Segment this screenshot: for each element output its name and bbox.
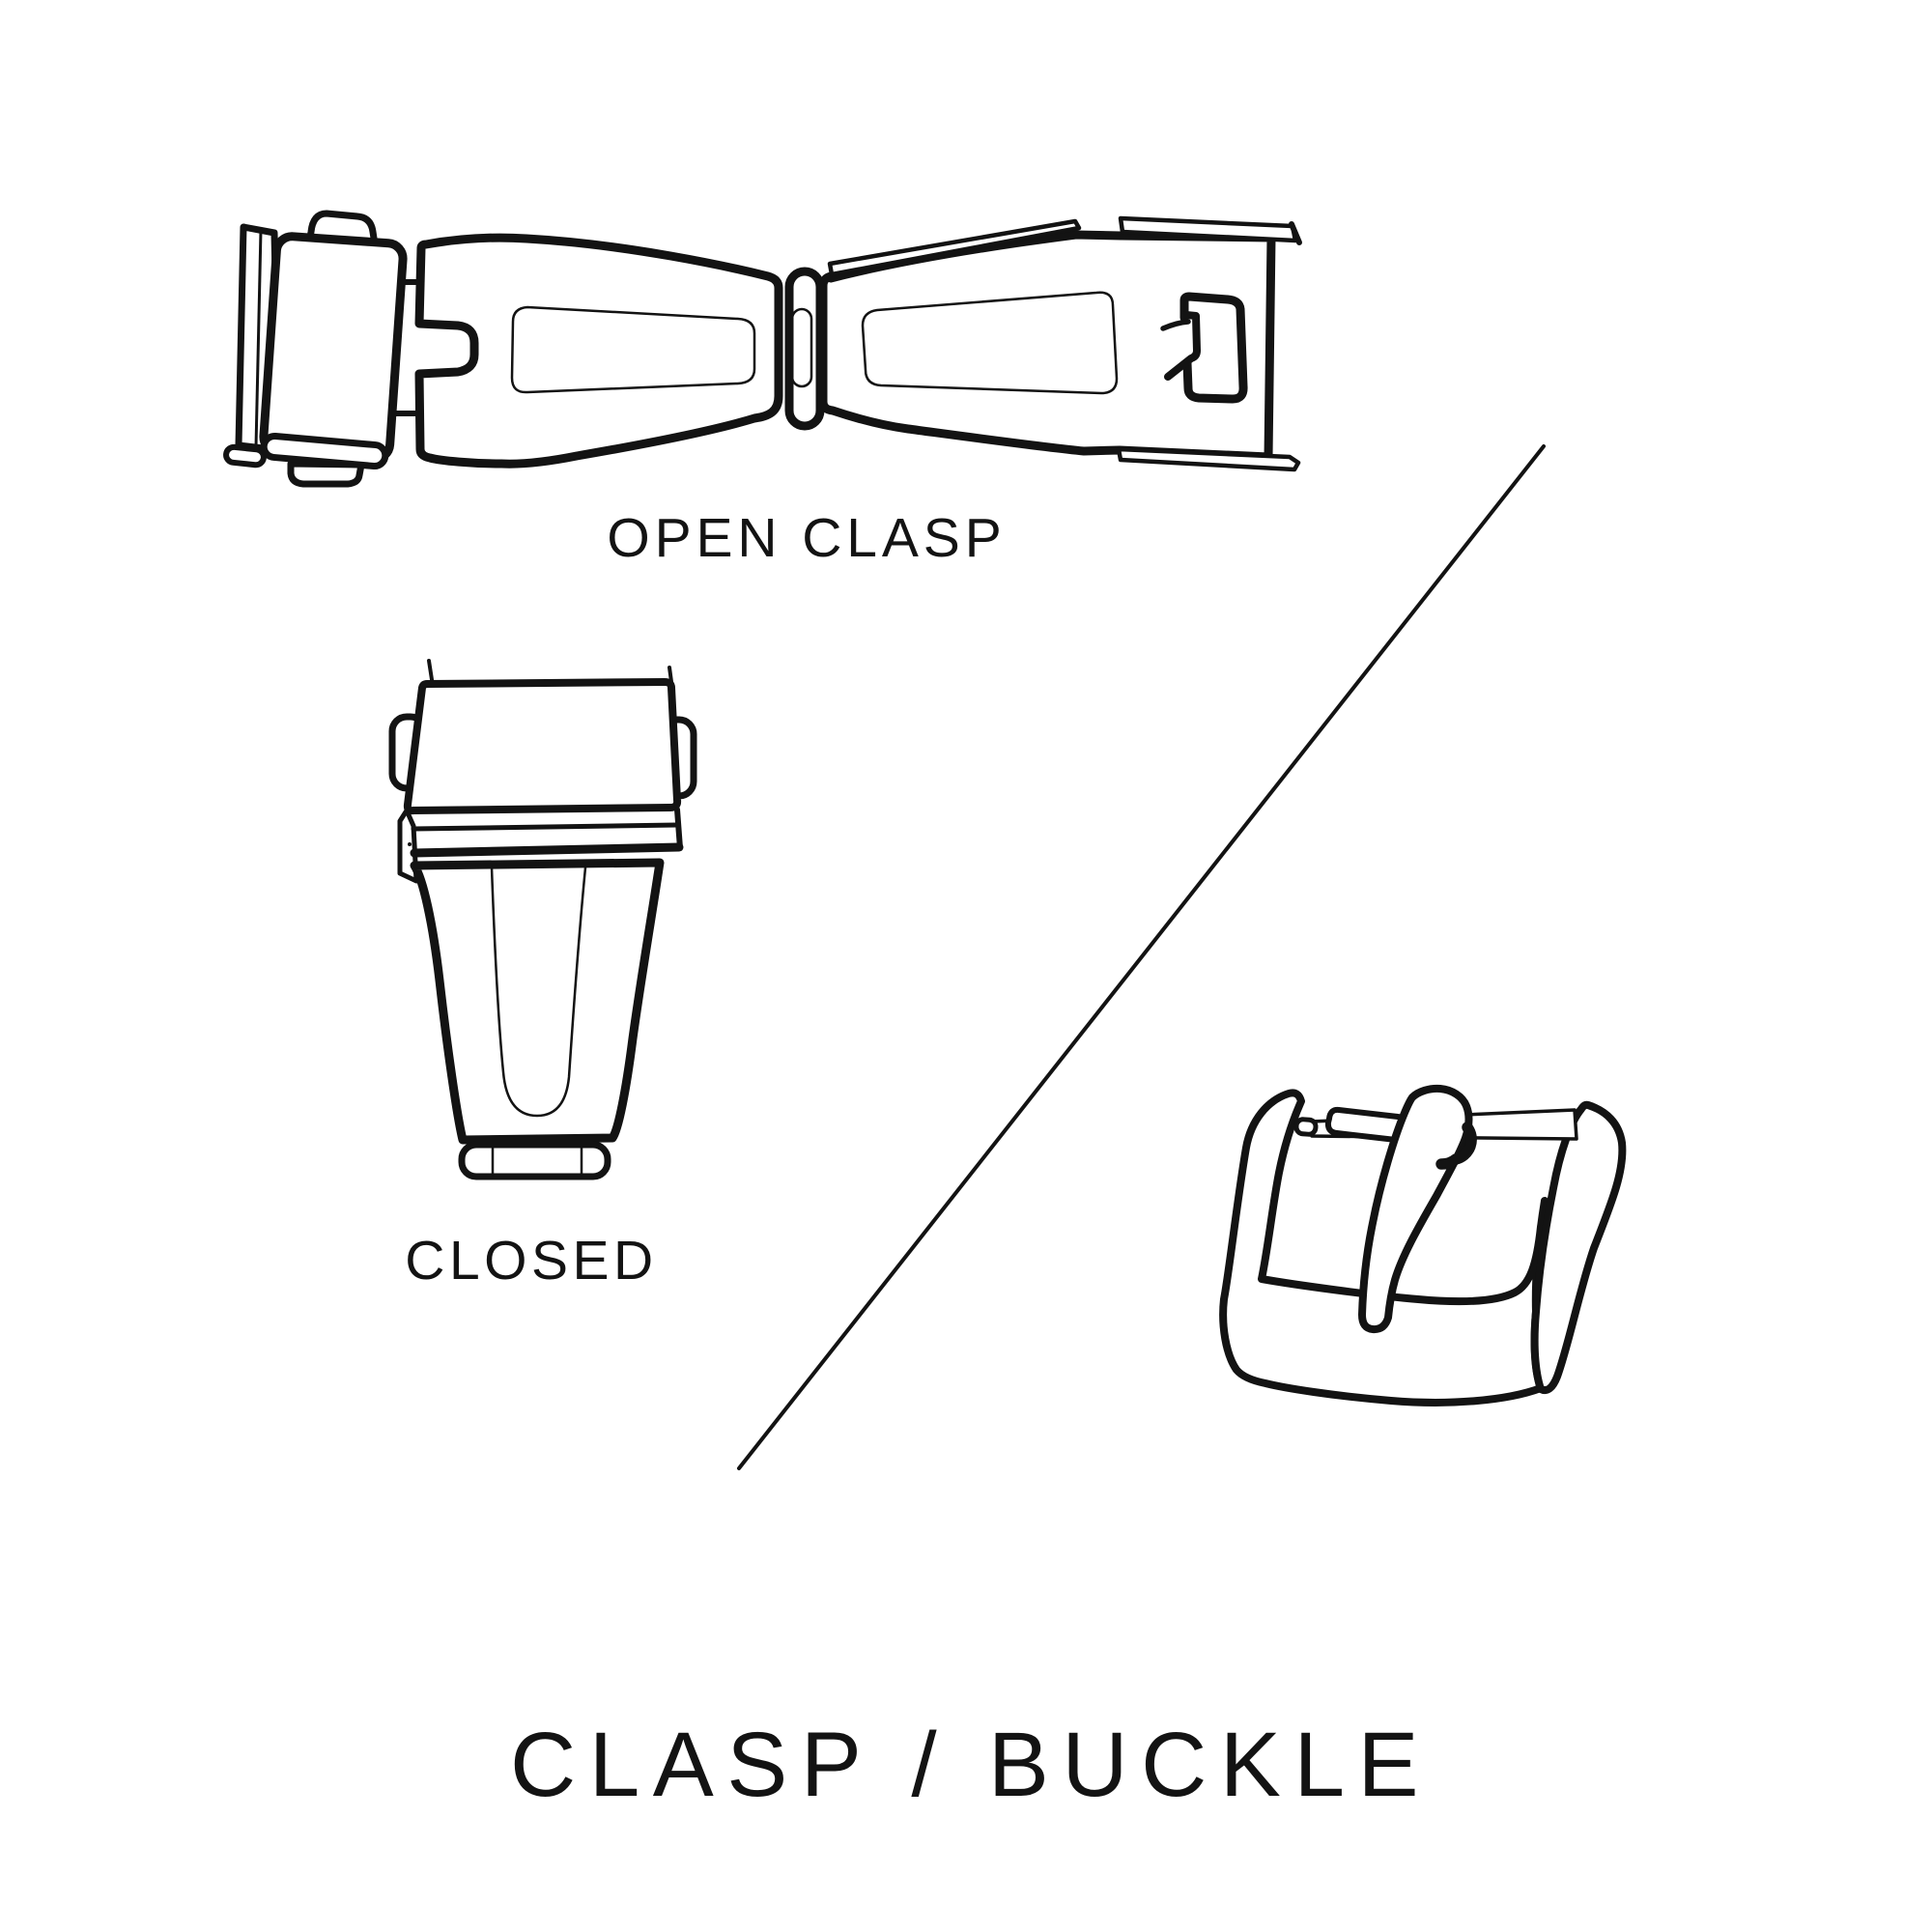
svg-text:OPEN CLASP: OPEN CLASP (607, 507, 1006, 569)
svg-text:CLOSED: CLOSED (405, 1230, 657, 1292)
svg-text:CLASP / BUCKLE: CLASP / BUCKLE (510, 1714, 1432, 1816)
